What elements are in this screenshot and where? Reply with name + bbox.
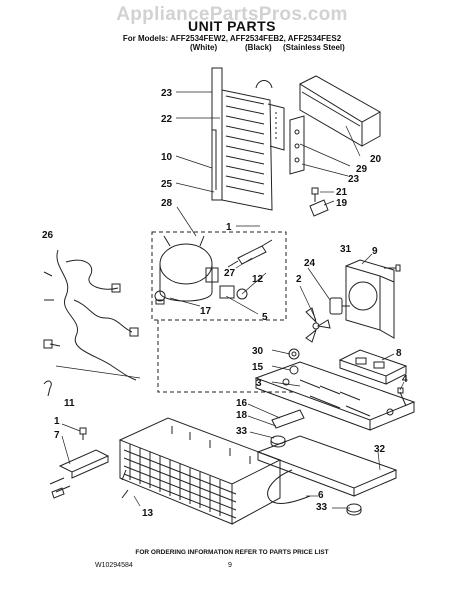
callout-12: 12 bbox=[252, 274, 264, 285]
variant-black: (Black) bbox=[245, 43, 272, 52]
callout-15: 15 bbox=[252, 362, 264, 373]
page-title: UNIT PARTS bbox=[188, 18, 276, 34]
document-number: W10294584 bbox=[95, 562, 133, 569]
callout-5: 5 bbox=[262, 312, 268, 323]
clip-19 bbox=[309, 199, 329, 217]
callout-27: 27 bbox=[224, 268, 236, 279]
clip-11 bbox=[43, 380, 52, 397]
callout-13: 13 bbox=[142, 508, 154, 519]
control-bracket bbox=[338, 349, 408, 385]
fan-blade bbox=[305, 307, 331, 343]
ordering-footer: FOR ORDERING INFORMATION REFER TO PARTS … bbox=[135, 549, 329, 556]
callout-11: 11 bbox=[64, 398, 75, 409]
callout-4: 4 bbox=[402, 374, 408, 385]
callout-8: 8 bbox=[396, 348, 402, 359]
drain-pan bbox=[256, 435, 398, 497]
callout-24: 24 bbox=[304, 258, 316, 269]
watermark: AppliancePartsPros.com bbox=[116, 4, 348, 25]
compressor bbox=[154, 235, 219, 305]
callout-16: 16 bbox=[236, 398, 248, 409]
compressor-enclosure bbox=[151, 231, 296, 393]
page-number: 9 bbox=[228, 562, 232, 569]
variant-stainless: (Stainless Steel) bbox=[283, 43, 345, 52]
relay bbox=[219, 285, 248, 300]
callout-30: 30 bbox=[252, 346, 264, 357]
grommet-30 bbox=[288, 348, 300, 360]
callout-7: 7 bbox=[54, 430, 60, 441]
callout-23b: 23 bbox=[348, 174, 360, 185]
callout-32: 32 bbox=[374, 444, 386, 455]
callout-2: 2 bbox=[296, 274, 302, 285]
base-plate bbox=[254, 361, 416, 431]
screw-21 bbox=[311, 187, 319, 202]
callout-33a: 33 bbox=[236, 426, 248, 437]
leader-lines bbox=[55, 91, 405, 509]
callout-25: 25 bbox=[161, 179, 173, 190]
callout-26: 26 bbox=[42, 230, 54, 241]
callout-labels: 23 22 10 25 28 26 1 27 12 17 5 20 29 23 … bbox=[42, 88, 408, 519]
wire-harness bbox=[43, 249, 139, 381]
callout-19: 19 bbox=[336, 198, 348, 209]
callout-20: 20 bbox=[370, 154, 382, 165]
grommet-15 bbox=[289, 365, 299, 375]
condenser-bracket bbox=[211, 67, 285, 211]
callout-29: 29 bbox=[356, 164, 368, 175]
callout-1-lower: 1 bbox=[54, 416, 60, 427]
screw-9 bbox=[384, 264, 401, 272]
callout-31: 31 bbox=[340, 244, 352, 255]
condenser-coil bbox=[118, 417, 282, 525]
air-duct bbox=[298, 75, 382, 147]
callout-9: 9 bbox=[372, 246, 378, 257]
bracket-right bbox=[289, 115, 305, 175]
callout-22: 22 bbox=[161, 114, 173, 125]
screw-1-lower bbox=[79, 427, 87, 440]
callout-1-upper: 1 bbox=[226, 222, 232, 233]
drier bbox=[227, 239, 273, 268]
callout-28: 28 bbox=[161, 198, 173, 209]
callout-23a: 23 bbox=[161, 88, 173, 99]
callout-17: 17 bbox=[200, 306, 212, 317]
drain-strip bbox=[271, 409, 305, 429]
callout-33b: 33 bbox=[316, 502, 328, 513]
bracket-7 bbox=[49, 449, 110, 499]
callout-6: 6 bbox=[318, 490, 324, 501]
fan-motor bbox=[329, 297, 350, 315]
variant-white: (White) bbox=[190, 43, 218, 52]
screw-4 bbox=[397, 387, 407, 407]
fan-shroud bbox=[345, 259, 395, 339]
tube-loop bbox=[267, 469, 311, 504]
callout-18: 18 bbox=[236, 410, 248, 421]
foot-33b bbox=[346, 503, 362, 516]
callout-21: 21 bbox=[336, 187, 348, 198]
callout-3: 3 bbox=[256, 378, 262, 389]
callout-10: 10 bbox=[161, 152, 173, 163]
models-line: For Models: AFF2534FEW2, AFF2534FEB2, AF… bbox=[122, 34, 342, 43]
